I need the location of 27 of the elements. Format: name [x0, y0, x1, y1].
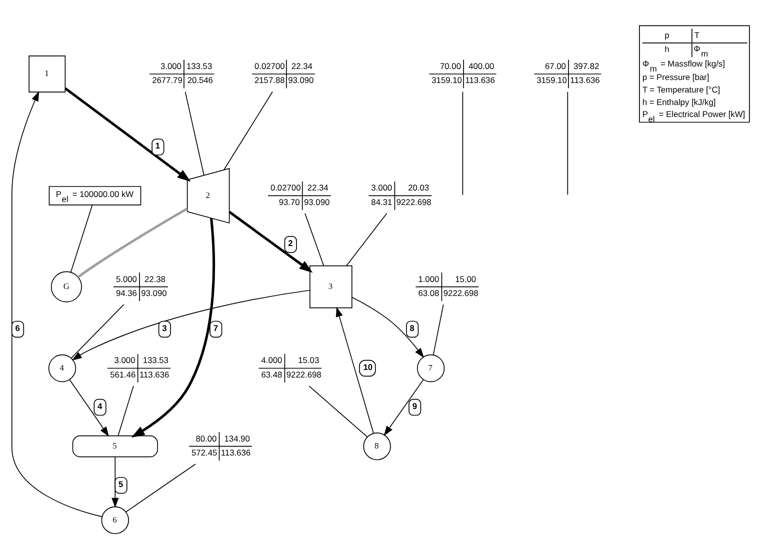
- node-text: 5.000 22.38 94.36 93.090: [116, 273, 167, 298]
- edge-label: 5: [118, 478, 124, 489]
- label: T = Temperature [°C]: [642, 84, 720, 94]
- edge-label: 8: [410, 322, 414, 332]
- label: p = Pressure [bar]: [642, 71, 710, 82]
- node-text: 0.02700 22.34 93.70 93.090: [270, 182, 330, 206]
- edge-label: 4: [98, 400, 102, 410]
- node-text: 0.02700 22.34 2157.88 93.090: [254, 60, 314, 85]
- edge-label: 2: [288, 238, 293, 248]
- node-text: 67.00 397.82 3159.10 113.636: [536, 60, 600, 85]
- node-text: 1.000 15.00 63.08 9222.698: [418, 273, 478, 298]
- edge-label: 6: [15, 322, 20, 332]
- edge-label: 3: [162, 322, 167, 332]
- node-text: 3.000 133.53 2677.79 20.546: [152, 60, 213, 85]
- label: T: [694, 29, 700, 40]
- edge-label: 10: [363, 361, 373, 372]
- node-text: 80.00 134.90 572.45 113.636: [192, 432, 251, 458]
- label: h: [664, 44, 670, 54]
- label: h = Enthalpy [kJ/kg]: [642, 96, 716, 107]
- node-text: 70.00 400.00 3159.10 113.636: [432, 60, 495, 85]
- label: p: [664, 29, 670, 40]
- edge-label: 9: [412, 400, 418, 410]
- node-text: 3.000 20.03 84.31 9222.698: [371, 182, 432, 206]
- node-text: 4.000 15.03 63.48 9222.698: [261, 354, 322, 379]
- edge-label: 1: [155, 140, 160, 150]
- edge-label: 7: [213, 322, 218, 332]
- node-text: 3.000 133.53 561.46 113.636: [110, 354, 170, 379]
